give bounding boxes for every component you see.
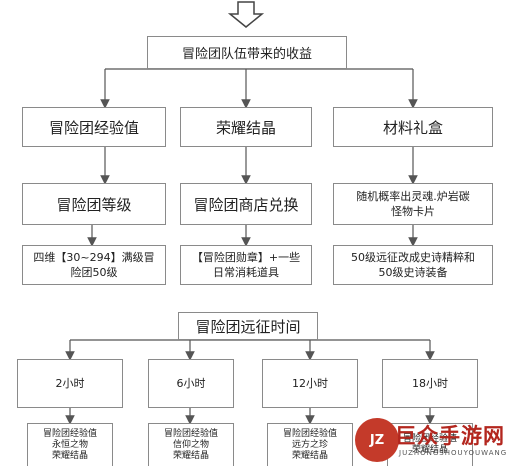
detail-box-stats: 四维【30~294】满级冒险团50级 — [22, 245, 166, 285]
sub-label: 冒险团等级 — [56, 195, 132, 214]
reward-item: 荣耀结晶 — [411, 445, 448, 455]
duration-box-6h: 6小时 — [148, 359, 234, 408]
reward-box-18h: 冒险团经验值 荣耀结晶 — [387, 423, 473, 466]
branch-label: 荣耀结晶 — [215, 118, 276, 137]
detail-text: 50级远征改成史诗精粹和50级史诗装备 — [351, 251, 475, 279]
reward-item: 冒险团经验值 — [163, 428, 218, 439]
sub-box-random: 随机概率出灵魂.炉岩碳怪物卡片 — [333, 183, 493, 225]
branch-box-glory: 荣耀结晶 — [180, 107, 312, 147]
sub-box-level: 冒险团等级 — [22, 183, 166, 225]
sub-label: 冒险团商店兑换 — [193, 195, 299, 214]
duration-label: 2小时 — [55, 377, 85, 390]
title-box: 冒险团队伍带来的收益 — [147, 36, 347, 69]
branch-box-exp: 冒险团经验值 — [22, 107, 166, 147]
expedition-title: 冒险团远征时间 — [195, 317, 301, 336]
watermark: JZ 巨众手游网 JUZHONGSHOUYOUWANG — [355, 416, 519, 466]
branch-label: 材料礼盒 — [382, 118, 443, 137]
reward-box-2h: 冒险团经验值 永恒之物 荣耀结晶 — [27, 423, 113, 466]
duration-label: 18小时 — [412, 377, 448, 390]
reward-item: 远方之珍 — [291, 439, 328, 450]
detail-box-epic: 50级远征改成史诗精粹和50级史诗装备 — [333, 245, 493, 285]
watermark-text: 巨众手游网 — [395, 423, 505, 448]
duration-box-12h: 12小时 — [262, 359, 358, 408]
sub-box-shop: 冒险团商店兑换 — [180, 183, 312, 225]
duration-label: 6小时 — [176, 377, 206, 390]
sub-label: 随机概率出灵魂.炉岩碳怪物卡片 — [356, 190, 470, 218]
duration-label: 12小时 — [292, 377, 328, 390]
reward-item: 荣耀结晶 — [291, 450, 328, 461]
down-arrow-icon — [227, 1, 265, 28]
reward-item: 荣耀结晶 — [51, 450, 88, 461]
expedition-title-box: 冒险团远征时间 — [178, 312, 318, 340]
detail-text: 【冒险团勋章】+一些日常消耗道具 — [191, 251, 301, 279]
branch-label: 冒险团经验值 — [48, 118, 139, 137]
watermark-logo-icon: JZ — [355, 418, 399, 462]
reward-item: 冒险团经验值 — [282, 428, 337, 439]
watermark-subtext: JUZHONGSHOUYOUWANG — [399, 449, 508, 457]
detail-text: 四维【30~294】满级冒险团50级 — [33, 251, 155, 279]
detail-box-medal: 【冒险团勋章】+一些日常消耗道具 — [180, 245, 312, 285]
duration-box-2h: 2小时 — [17, 359, 123, 408]
duration-box-18h: 18小时 — [382, 359, 478, 408]
reward-item: 永恒之物 — [51, 439, 88, 450]
reward-item: 信仰之物 — [172, 439, 209, 450]
branch-box-material: 材料礼盒 — [333, 107, 493, 147]
title-text: 冒险团队伍带来的收益 — [181, 47, 312, 62]
reward-item: 冒险团经验值 — [42, 428, 97, 439]
reward-item: 荣耀结晶 — [172, 450, 209, 461]
reward-box-6h: 冒险团经验值 信仰之物 荣耀结晶 — [148, 423, 234, 466]
reward-box-12h: 冒险团经验值 远方之珍 荣耀结晶 — [267, 423, 353, 466]
reward-item: 冒险团经验值 — [402, 434, 457, 444]
